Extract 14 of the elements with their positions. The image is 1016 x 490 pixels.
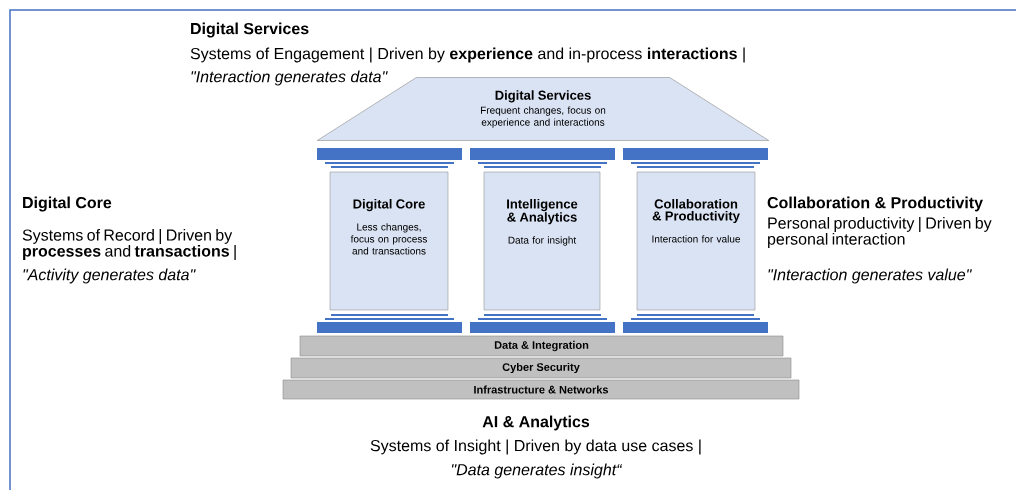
layer-band: Data & Integration bbox=[299, 335, 784, 357]
heading-text: AI & Analytics bbox=[482, 415, 590, 431]
heading-text: Digital Services bbox=[191, 22, 309, 38]
layer-band: Infrastructure & Networks bbox=[282, 379, 800, 400]
description-text: Systems of Engagement | Driven by experience and in-process interactions | bbox=[190, 47, 745, 63]
pillar-box: Digital Core Less changes, focus on process and transactions bbox=[329, 171, 449, 311]
description-text: Systems of Insight | Driven by data use cases | bbox=[370, 439, 701, 455]
description-text: Systems of Record | Driven by processes and transactions | bbox=[22, 229, 236, 260]
layer-band: Cyber Security bbox=[290, 357, 792, 379]
heading-text: Digital Core bbox=[23, 196, 112, 212]
pillar-box: Intelligence & Analytics Data for insight bbox=[483, 171, 601, 311]
quote-text: "Activity generates data" bbox=[23, 268, 196, 284]
quote-text: "Data generates insight“ bbox=[451, 463, 623, 479]
pillar-box: Collaboration & Productivity Interaction for value bbox=[636, 171, 756, 311]
